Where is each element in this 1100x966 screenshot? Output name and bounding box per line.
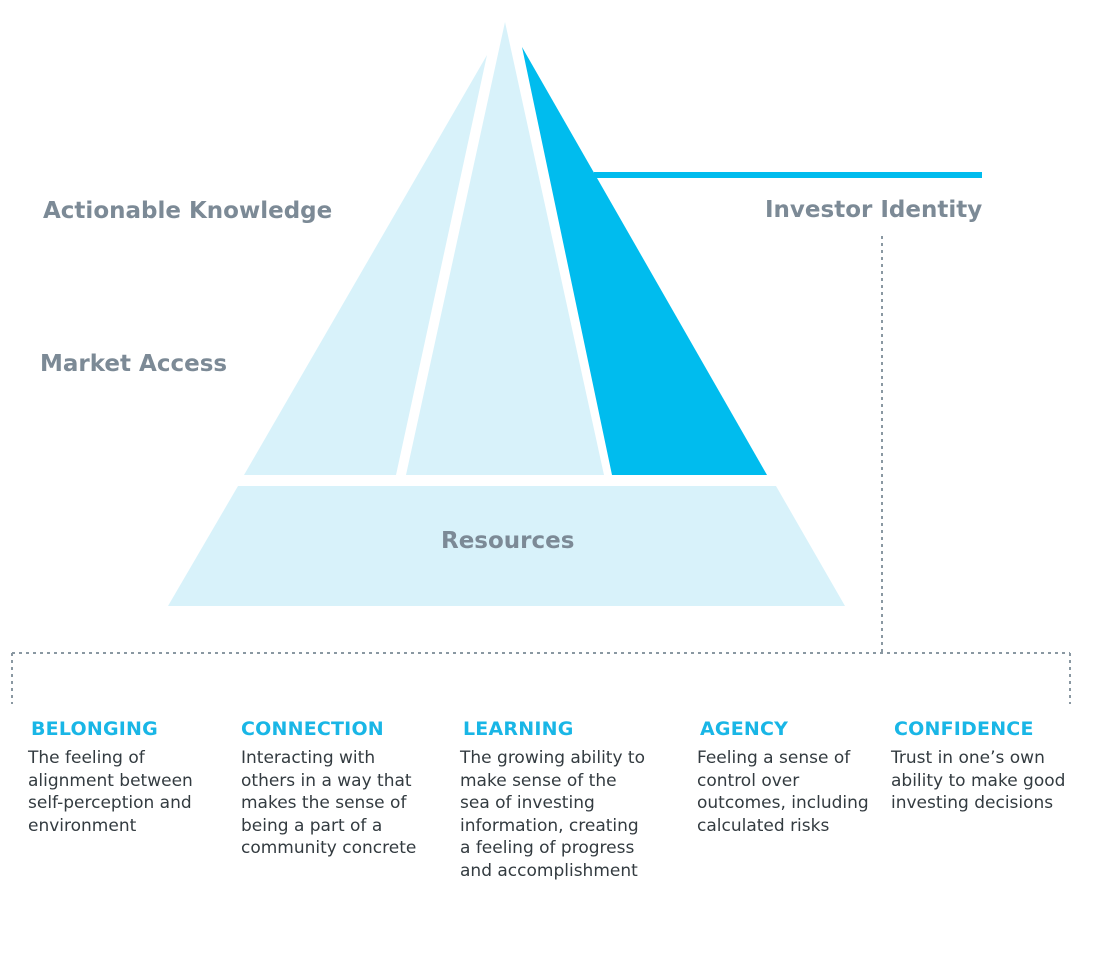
investor-identity-label: Investor Identity <box>765 197 983 223</box>
pillar-description: Trust in one’s own ability to make good … <box>891 748 1066 813</box>
pyramid-left-slice <box>244 55 487 475</box>
pillar-title: LEARNING <box>463 718 574 740</box>
pillar-belonging: BELONGING The feeling of alignment betwe… <box>28 718 193 837</box>
pillar-title: BELONGING <box>31 718 158 740</box>
pillar-title: CONNECTION <box>241 718 384 740</box>
pillar-learning: LEARNING The growing ability to make sen… <box>460 718 645 882</box>
pillar-agency: AGENCY Feeling a sense of control over o… <box>697 718 869 837</box>
pyramid-middle-slice <box>406 22 604 475</box>
actionable-knowledge-label: Actionable Knowledge <box>43 198 333 224</box>
pillar-confidence: CONFIDENCE Trust in one’s own ability to… <box>891 718 1065 815</box>
pillar-description: The feeling of alignment between self-pe… <box>28 748 193 836</box>
pillar-description: Interacting with others in a way that ma… <box>241 748 417 858</box>
pillar-connection: CONNECTION Interacting with others in a … <box>241 718 416 860</box>
resources-label: Resources <box>441 528 575 554</box>
pillar-description: The growing ability to make sense of the… <box>460 748 645 881</box>
pillar-title: CONFIDENCE <box>894 718 1034 740</box>
pillar-title: AGENCY <box>700 718 789 740</box>
pyramid-base <box>168 486 845 606</box>
pillar-description: Feeling a sense of control over outcomes… <box>697 748 869 836</box>
pyramid-right-slice <box>522 47 767 475</box>
market-access-label: Market Access <box>40 351 228 377</box>
